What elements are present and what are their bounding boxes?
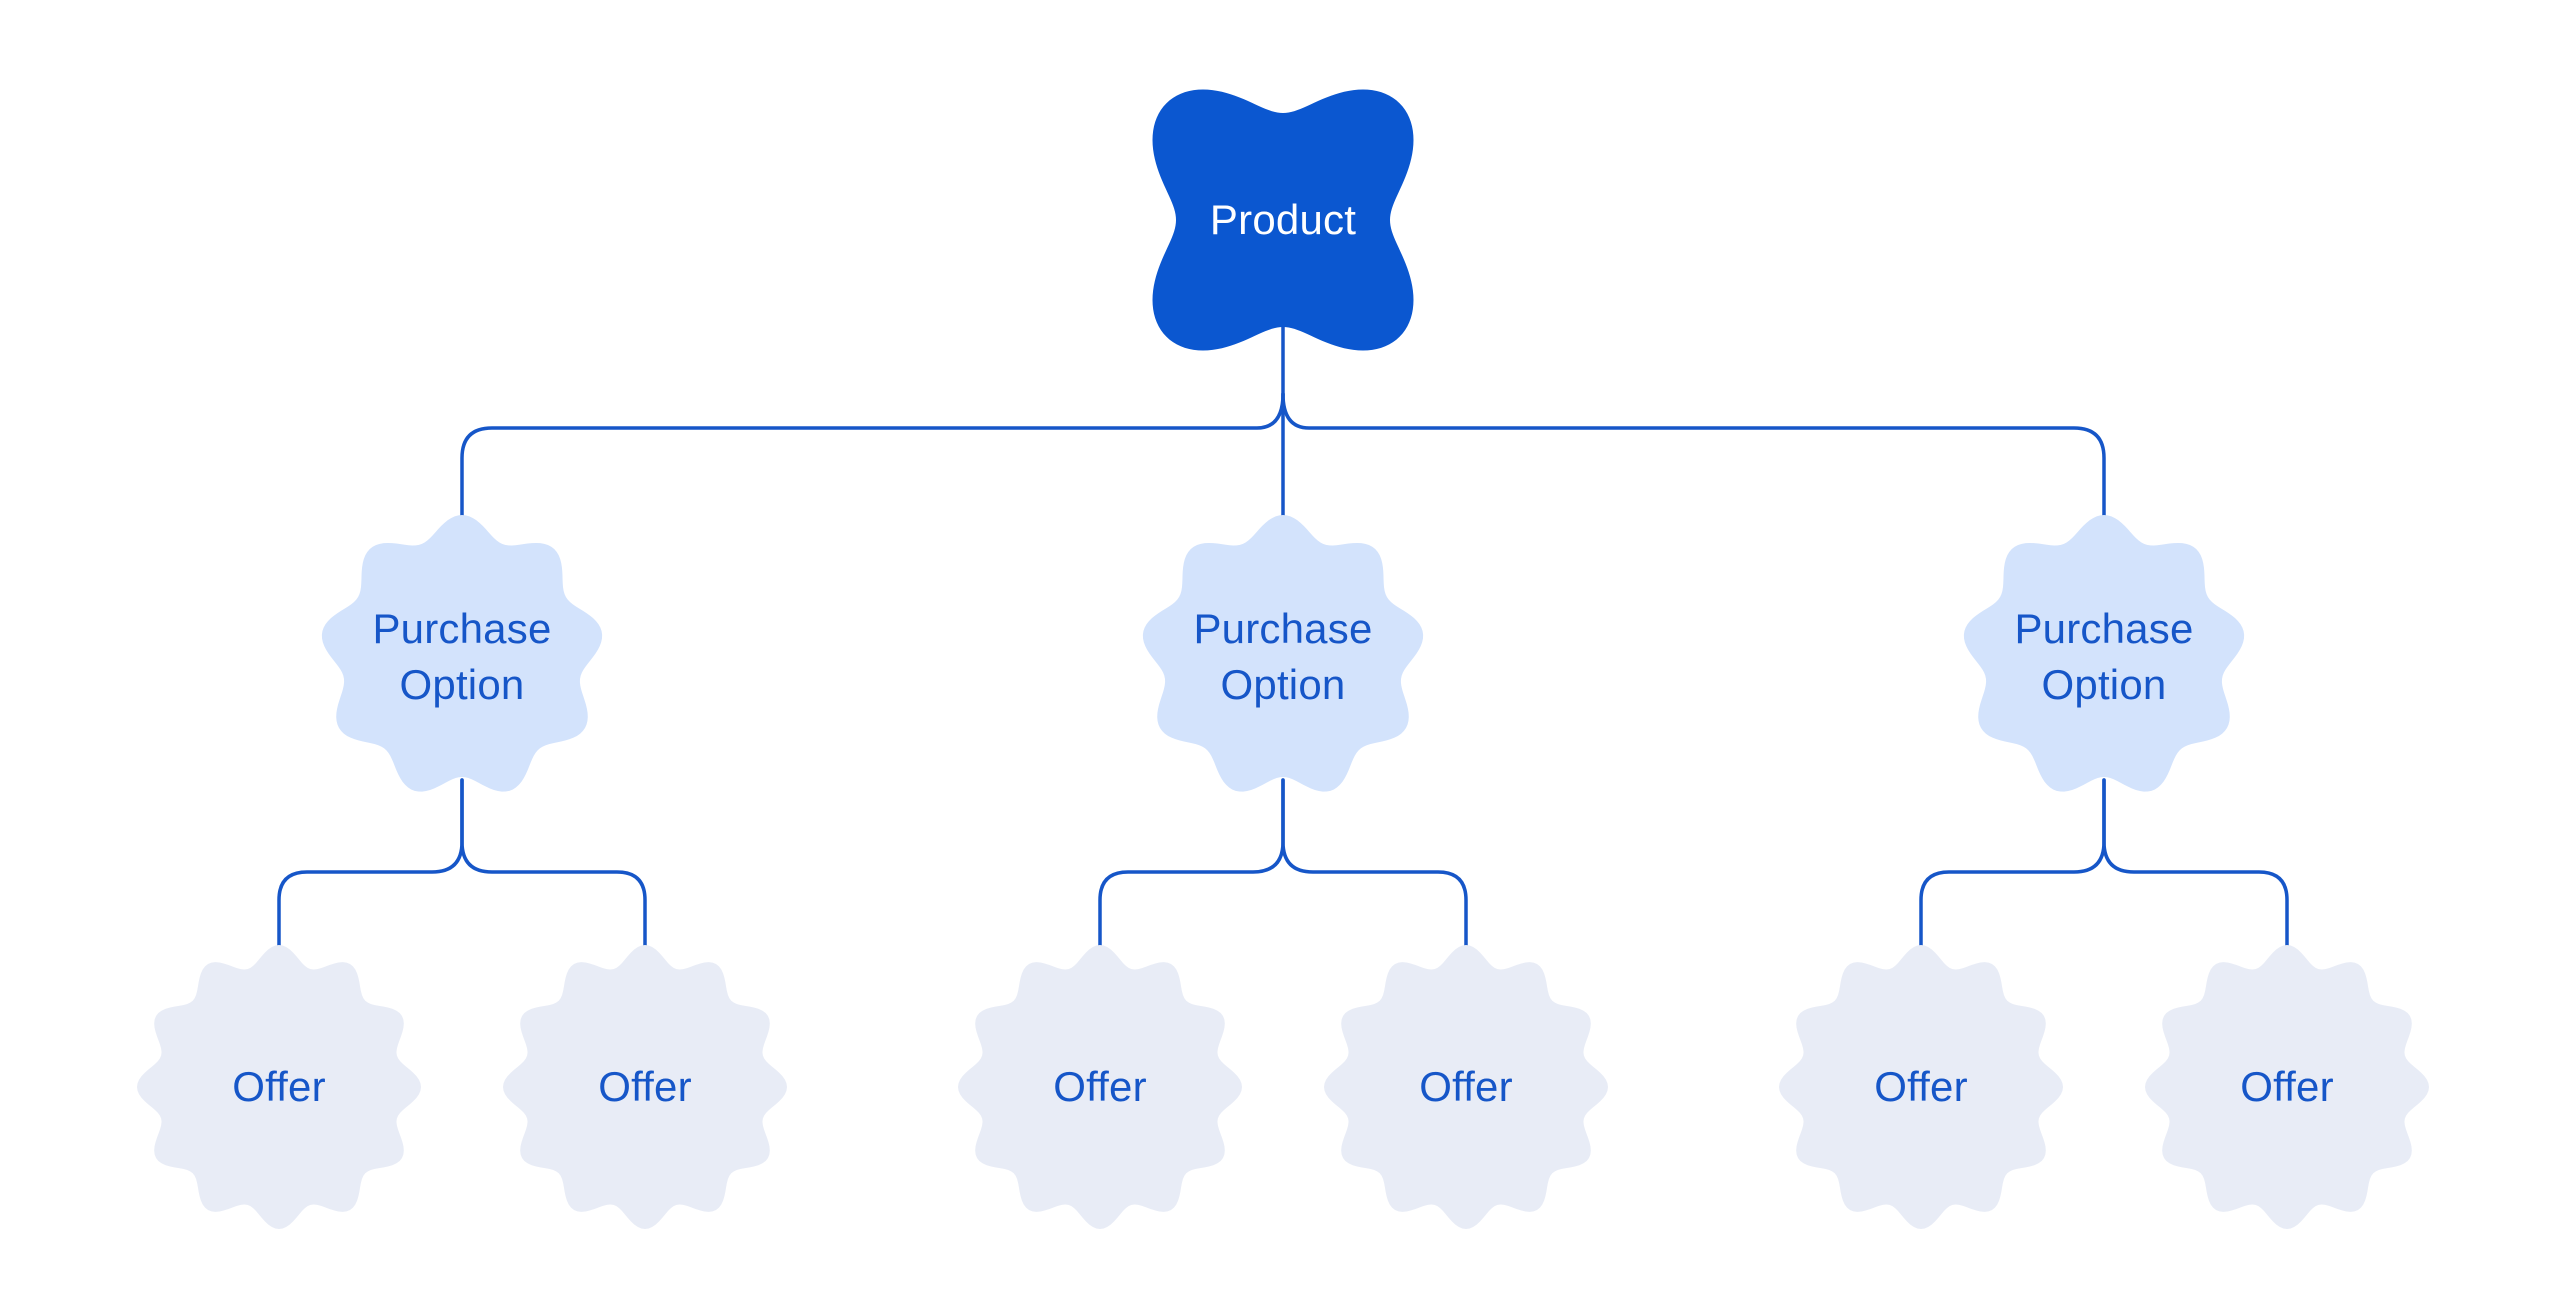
offer-scallop-icon [1324, 945, 1608, 1229]
offer-scallop-icon [958, 945, 1242, 1229]
offer-node: Offer [1316, 937, 1616, 1237]
offer-node: Offer [129, 937, 429, 1237]
purchase-option-cloud-icon [1963, 515, 2245, 792]
offer-node: Offer [950, 937, 1250, 1237]
offer-scallop-icon [137, 945, 421, 1229]
product-blob-icon [1152, 89, 1414, 351]
purchase-option-cloud-icon [321, 515, 603, 792]
offer-scallop-icon [503, 945, 787, 1229]
purchase-option-node: Purchase Option [1954, 507, 2254, 807]
purchase-option-node: Purchase Option [312, 507, 612, 807]
offer-node: Offer [495, 937, 795, 1237]
offer-scallop-icon [2145, 945, 2429, 1229]
purchase-option-cloud-icon [1142, 515, 1424, 792]
purchase-option-node: Purchase Option [1133, 507, 1433, 807]
product-node: Product [1113, 50, 1453, 390]
offer-node: Offer [1771, 937, 2071, 1237]
offer-node: Offer [2137, 937, 2437, 1237]
offer-scallop-icon [1779, 945, 2063, 1229]
